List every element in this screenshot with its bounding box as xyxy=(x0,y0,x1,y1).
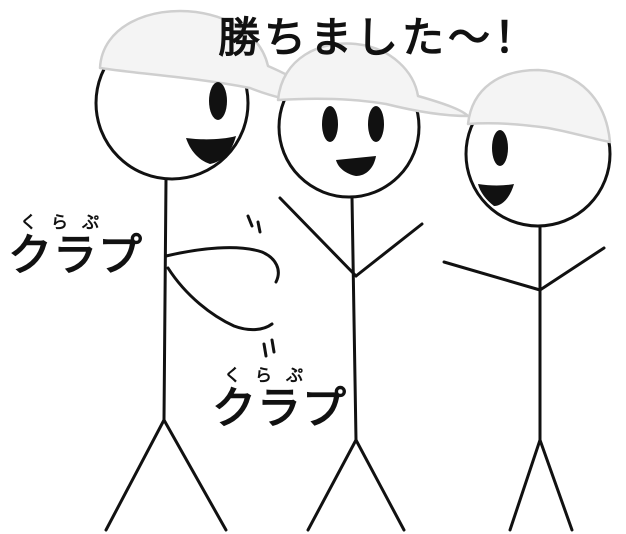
stick-figure-right xyxy=(442,68,612,532)
figure-left-leg-right xyxy=(162,418,228,532)
figure-left-arm-upper xyxy=(164,246,280,284)
stick-figure-left xyxy=(94,9,324,532)
figure-right-mouth xyxy=(478,184,514,206)
figure-middle-eye-left xyxy=(322,106,338,142)
figure-left-arm-lower xyxy=(166,266,274,332)
figure-right-eye xyxy=(492,130,508,166)
stick-figure-middle xyxy=(276,42,470,532)
clap-sound-effect-1-text: クラプ xyxy=(8,230,143,281)
figure-right-leg-right xyxy=(538,438,574,532)
figure-right-arm-left xyxy=(442,260,542,292)
figure-right-arm-right xyxy=(538,246,606,292)
figure-left-leg-left xyxy=(104,418,166,532)
figure-middle-eye-right xyxy=(368,106,384,142)
clap-sound-effect-2-text: クラプ xyxy=(212,383,347,434)
figure-left-eye xyxy=(209,82,227,120)
figure-middle-arm-left xyxy=(278,196,358,278)
victory-exclamation: 勝ちました〜！ xyxy=(218,13,541,62)
figure-right-cap xyxy=(466,68,612,144)
figure-middle-leg-right xyxy=(354,438,406,532)
figure-middle-arm-right xyxy=(354,222,424,278)
clap-motion-lines-bottom xyxy=(262,338,276,358)
figure-middle-cap xyxy=(276,42,470,118)
figure-middle-body xyxy=(350,195,358,442)
figure-middle-mouth xyxy=(336,156,376,176)
figure-left-body xyxy=(162,177,168,422)
clap-sound-effect-1-ruby: くらぷ xyxy=(20,213,113,233)
figure-left-mouth xyxy=(186,136,236,164)
figure-right-leg-left xyxy=(508,438,542,532)
clap-sound-effect-2: くらぷ クラプ xyxy=(212,367,347,432)
clap-sound-effect-1: くらぷ クラプ xyxy=(8,214,143,279)
figure-middle-leg-left xyxy=(306,438,358,532)
clap-sound-effect-2-ruby: くらぷ xyxy=(224,366,317,386)
clap-motion-lines-top xyxy=(246,214,262,234)
